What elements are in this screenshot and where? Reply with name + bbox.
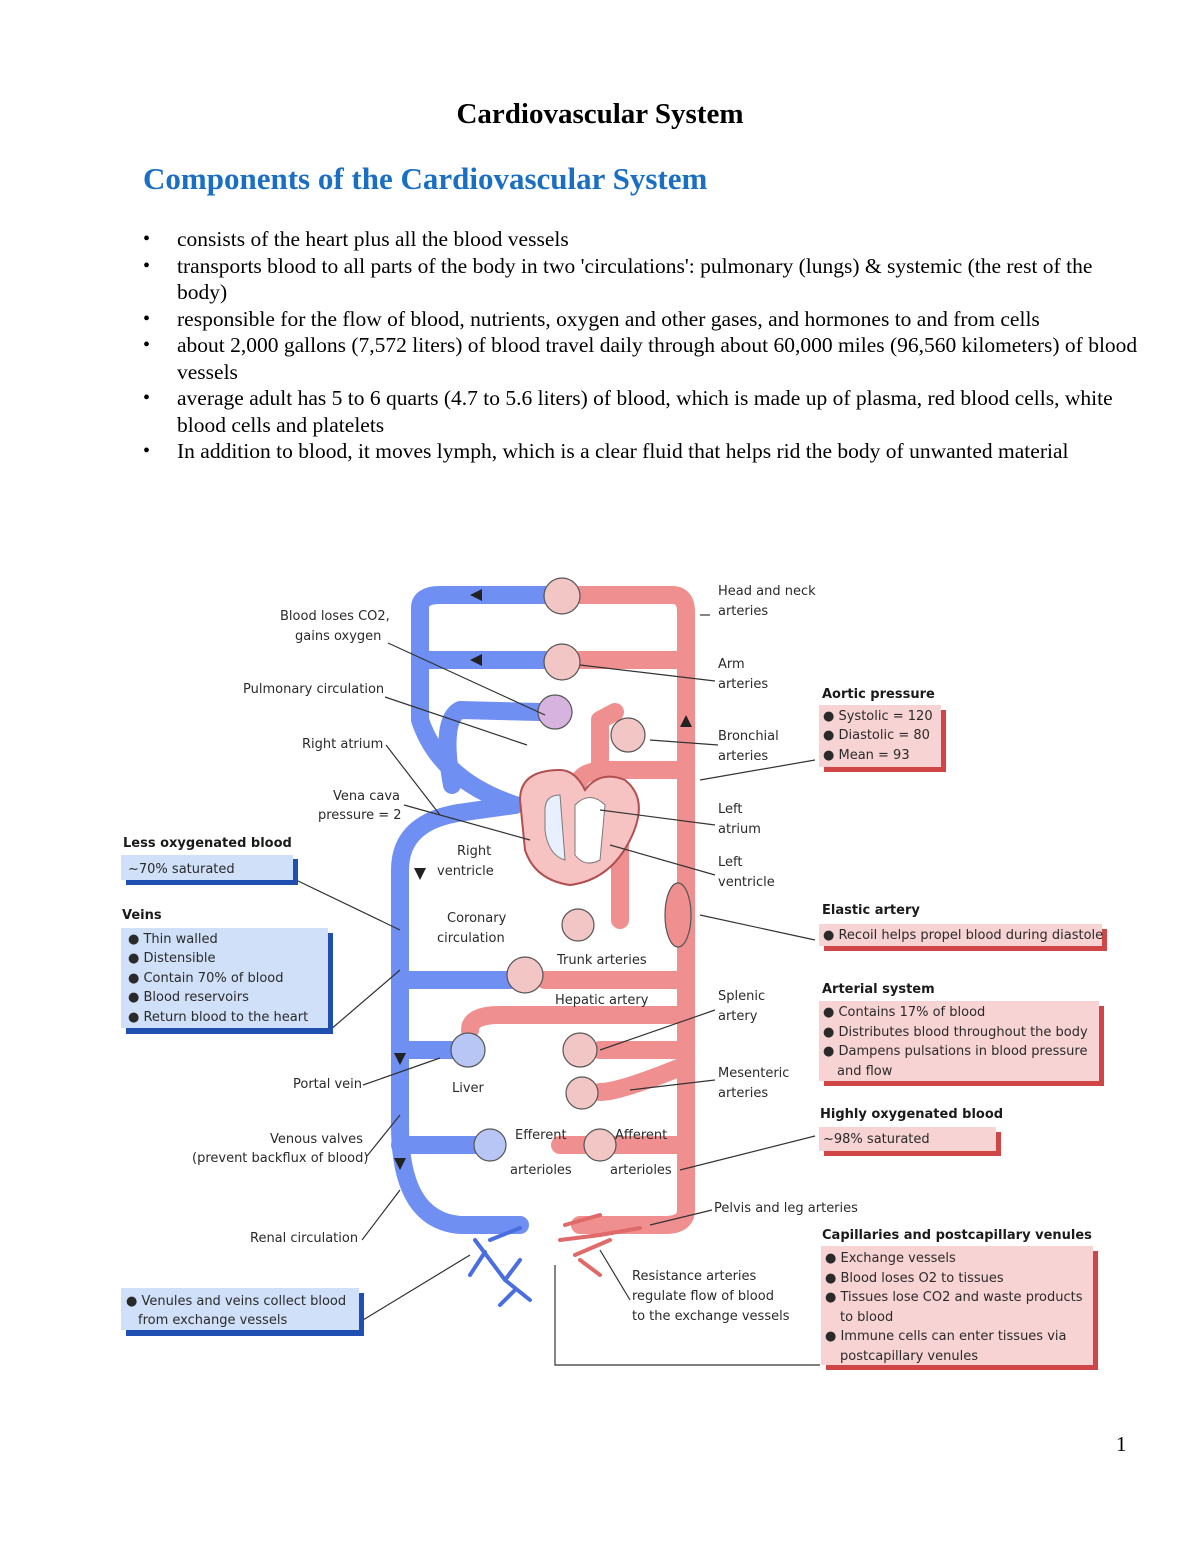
svg-text:● Tissues lose CO2 and waste p: ● Tissues lose CO2 and waste products (825, 1290, 1083, 1305)
svg-text:from exchange vessels: from exchange vessels (138, 1313, 287, 1328)
right-labels: Head and neck arteries Arm arteries Bron… (632, 584, 858, 1324)
box-header: Capillaries and postcapillary venules (822, 1228, 1092, 1243)
svg-text:● Blood loses O2 to tissues: ● Blood loses O2 to tissues (825, 1271, 1004, 1286)
box-header: Less oxygenated blood (123, 836, 292, 851)
label-coronary-2: circulation (437, 931, 505, 946)
box-header: Elastic artery (822, 903, 920, 918)
leader-lines (295, 614, 820, 1366)
box-header: Highly oxygenated blood (820, 1107, 1003, 1122)
svg-text:● Return blood to the heart: ● Return blood to the heart (128, 1010, 308, 1025)
label-left-atrium-2: atrium (718, 822, 761, 837)
label-bronchial-2: arteries (718, 749, 768, 764)
label-resistance: Resistance arteries (632, 1269, 757, 1284)
svg-text:~98% saturated: ~98% saturated (823, 1132, 930, 1147)
svg-text:postcapillary venules: postcapillary venules (840, 1349, 978, 1364)
label-resistance-2: regulate flow of blood (632, 1289, 774, 1304)
label-resistance-3: to the exchange vessels (632, 1309, 790, 1324)
label-efferent-2: arterioles (510, 1163, 572, 1178)
venous-vessels (391, 586, 554, 1234)
label-gains-oxygen: gains oxygen (295, 629, 381, 644)
label-portal-vein: Portal vein (293, 1077, 362, 1092)
circulation-diagram: Blood loses CO2, gains oxygen Pulmonary … (121, 577, 1107, 1370)
label-blood-loses-co2: Blood loses CO2, (280, 609, 390, 624)
svg-text:● Diastolic = 80: ● Diastolic = 80 (823, 728, 930, 743)
box-venules: ● Venules and veins collect blood from e… (121, 1288, 364, 1336)
label-pulmonary-circulation: Pulmonary circulation (243, 682, 384, 697)
label-arm-2: arteries (718, 677, 768, 692)
heart-shape (518, 768, 640, 887)
bullet-list: consists of the heart plus all the blood… (143, 226, 1143, 465)
bullet-item: about 2,000 gallons (7,572 liters) of bl… (143, 332, 1143, 385)
label-coronary: Coronary (447, 911, 507, 926)
svg-text:● Systolic = 120: ● Systolic = 120 (823, 709, 933, 724)
svg-text:● Contains 17% of blood: ● Contains 17% of blood (823, 1005, 985, 1020)
label-hepatic-artery: Hepatic artery (555, 993, 649, 1008)
svg-text:● Dampens pulsations in blood: ● Dampens pulsations in blood pressure (823, 1044, 1087, 1059)
label-efferent: Efferent (515, 1128, 567, 1143)
document-title: Cardiovascular System (456, 98, 744, 130)
capillary-beds (450, 577, 692, 1162)
label-arm: Arm (718, 657, 745, 672)
label-afferent: Afferent (615, 1128, 667, 1143)
box-arterial-system: Arterial system ● Contains 17% of blood … (819, 982, 1104, 1086)
box-veins: Veins ● Thin walled ● Distensible ● Cont… (121, 908, 333, 1034)
label-right-ventricle-2: ventricle (437, 864, 494, 879)
box-highly-oxygenated: Highly oxygenated blood ~98% saturated (819, 1107, 1003, 1156)
box-header: Aortic pressure (822, 687, 935, 702)
label-left-atrium: Left (718, 802, 742, 817)
box-header: Arterial system (822, 982, 935, 997)
svg-text:to blood: to blood (840, 1310, 893, 1325)
label-venous-valves-2: (prevent backflux of blood) (192, 1151, 368, 1166)
label-renal-circulation: Renal circulation (250, 1231, 358, 1246)
label-vena-cava: Vena cava (333, 789, 400, 804)
section-heading: Components of the Cardiovascular System (143, 161, 708, 196)
arterial-vessels (461, 586, 695, 1234)
label-head-neck-2: arteries (718, 604, 768, 619)
label-afferent-2: arterioles (610, 1163, 672, 1178)
svg-text:● Blood reservoirs: ● Blood reservoirs (128, 990, 249, 1005)
svg-text:● Mean = 93: ● Mean = 93 (823, 748, 910, 763)
flow-arrows (394, 589, 692, 1170)
label-venous-valves: Venous valves (270, 1132, 363, 1147)
box-elastic-artery: Elastic artery ● Recoil helps propel blo… (819, 903, 1107, 951)
label-left-ventricle: Left (718, 855, 742, 870)
svg-text:● Venules and veins collect bl: ● Venules and veins collect blood (126, 1294, 346, 1309)
bullet-item: consists of the heart plus all the blood… (143, 226, 1143, 253)
label-mesenteric-2: arteries (718, 1086, 768, 1101)
bullet-item: responsible for the flow of blood, nutri… (143, 306, 1143, 333)
label-splenic: Splenic (718, 989, 765, 1004)
label-pelvis-leg: Pelvis and leg arteries (714, 1201, 858, 1216)
label-bronchial: Bronchial (718, 729, 779, 744)
label-mesenteric: Mesenteric (718, 1066, 789, 1081)
box-capillaries: Capillaries and postcapillary venules ● … (821, 1228, 1098, 1370)
leg-vessel-branches (468, 1213, 642, 1307)
svg-text:● Distributes blood throughout: ● Distributes blood throughout the body (823, 1025, 1088, 1040)
label-splenic-2: artery (718, 1009, 758, 1024)
left-labels: Blood loses CO2, gains oxygen Pulmonary … (192, 609, 672, 1246)
svg-text:and flow: and flow (837, 1064, 893, 1079)
bullet-item: In addition to blood, it moves lymph, wh… (143, 438, 1143, 465)
svg-text:● Exchange vessels: ● Exchange vessels (825, 1251, 956, 1266)
box-less-oxygenated: Less oxygenated blood ~70% saturated (121, 836, 298, 885)
svg-text:● Recoil helps propel blood du: ● Recoil helps propel blood during diast… (823, 928, 1103, 943)
bullet-item: average adult has 5 to 6 quarts (4.7 to … (143, 385, 1143, 438)
svg-text:● Thin walled: ● Thin walled (128, 932, 218, 947)
label-vena-cava-pressure: pressure = 2 (318, 808, 402, 823)
box-aortic-pressure: Aortic pressure ● Systolic = 120 ● Diast… (819, 687, 946, 772)
label-right-atrium: Right atrium (302, 737, 383, 752)
label-liver: Liver (452, 1081, 485, 1096)
page-number: 1 (1116, 1432, 1127, 1456)
bullet-item: transports blood to all parts of the bod… (143, 253, 1143, 306)
label-left-ventricle-2: ventricle (718, 875, 775, 890)
label-right-ventricle: Right (457, 844, 491, 859)
svg-text:● Contain 70% of blood: ● Contain 70% of blood (128, 971, 284, 986)
svg-text:~70% saturated: ~70% saturated (128, 862, 235, 877)
box-header: Veins (122, 908, 162, 923)
label-head-neck: Head and neck (718, 584, 816, 599)
label-trunk-arteries: Trunk arteries (556, 953, 647, 968)
svg-text:● Immune cells can enter tissu: ● Immune cells can enter tissues via (825, 1329, 1066, 1344)
svg-text:● Distensible: ● Distensible (128, 951, 215, 966)
